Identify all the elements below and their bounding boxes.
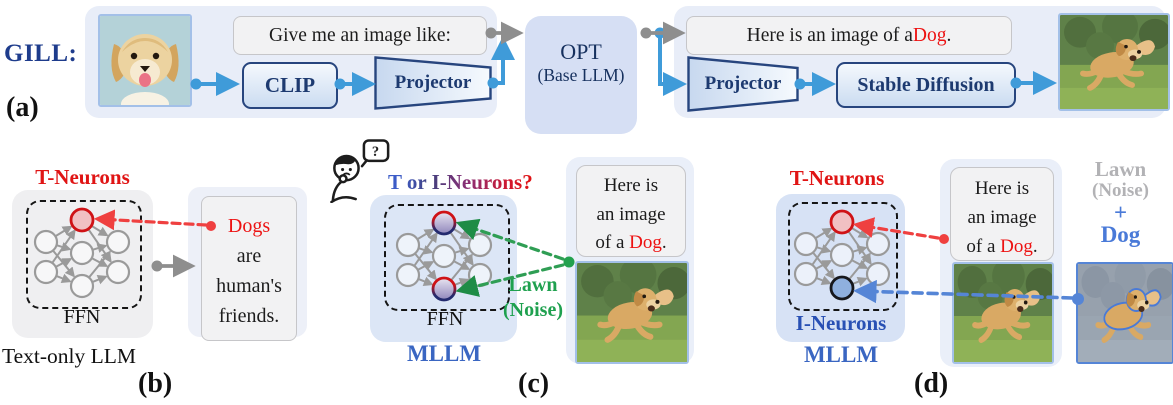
panel-c-mllm-label: MLLM xyxy=(406,341,482,366)
panel-c-ffn-label: FFN xyxy=(426,308,464,330)
input-dog-photo xyxy=(98,14,192,107)
opt-subtitle: (Base LLM) xyxy=(537,65,625,85)
opt-name: OPT xyxy=(560,39,602,64)
ambiguous-neuron-node xyxy=(431,276,457,302)
opt-box: OPT (Base LLM) xyxy=(525,16,637,134)
panel-b-letter: (b) xyxy=(138,368,173,399)
panel-b-t-neurons-label: T-Neurons xyxy=(35,165,130,189)
t-neuron-node xyxy=(829,209,855,235)
panel-d-t-neurons-label: T-Neurons xyxy=(789,166,885,190)
lawn-noise-label-line2: (Noise) xyxy=(503,299,563,321)
projector-in-block: Projector xyxy=(374,56,492,110)
clip-box: CLIP xyxy=(242,62,338,109)
neuron-node xyxy=(467,262,493,288)
panel-c-question-label: T or I-Neurons? xyxy=(388,170,533,194)
panel-d-dog-photo xyxy=(952,262,1054,364)
panel-b-caption: Text-only LLM xyxy=(2,344,137,368)
neuron-node xyxy=(395,262,421,288)
dog-segmented-illustration xyxy=(1078,264,1172,362)
neuron-node xyxy=(69,240,95,266)
running-dog-illustration xyxy=(954,264,1052,362)
projector-out-label: Projector xyxy=(704,73,782,94)
panel-d-network xyxy=(790,207,894,303)
generated-dog-photo xyxy=(1058,13,1170,111)
legend-plus: + xyxy=(1113,200,1128,225)
legend-noise: (Noise) xyxy=(1092,180,1149,201)
panel-d-i-neurons-label: I-Neurons xyxy=(795,311,887,335)
panel-a-letter: (a) xyxy=(6,92,39,123)
output-textbox: Here is an image of a Dog. xyxy=(686,16,1012,55)
neuron-node xyxy=(33,229,59,255)
neuron-node xyxy=(865,261,891,287)
neuron-node xyxy=(829,242,855,268)
neuron-node xyxy=(467,232,493,258)
panel-d-letter: (d) xyxy=(914,368,949,399)
panel-c-dog-photo xyxy=(575,261,689,364)
ambiguous-neuron-node xyxy=(431,210,457,236)
neuron-node xyxy=(431,243,457,269)
panel-b-ffn-label: FFN xyxy=(63,306,101,328)
projector-in-label: Projector xyxy=(394,72,472,93)
projector-out-block: Projector xyxy=(687,56,799,112)
trapezoid-shape xyxy=(687,56,799,112)
panel-c-letter: (c) xyxy=(518,368,550,399)
neuron-node xyxy=(793,261,819,287)
neuron-node xyxy=(793,231,819,257)
running-dog-illustration xyxy=(577,263,687,362)
question-mark: ? xyxy=(372,144,379,160)
neuron-node xyxy=(865,231,891,257)
neuron-node xyxy=(395,232,421,258)
neuron-node xyxy=(105,229,131,255)
legend-lawn: Lawn xyxy=(1094,157,1147,181)
i-neuron-node xyxy=(829,275,855,301)
gill-label: GILL: xyxy=(4,40,78,67)
running-dog-illustration xyxy=(1060,15,1168,109)
panel-d-ffn-box xyxy=(788,202,898,311)
panel-b-network xyxy=(30,205,134,301)
legend-dog: Dog xyxy=(1100,222,1141,247)
panel-c-network xyxy=(392,208,496,304)
neuron-node xyxy=(105,259,131,285)
panel-b-ffn-box xyxy=(26,200,142,309)
puppy-photo-illustration xyxy=(100,16,190,105)
lawn-plus-dog-legend: Lawn (Noise) + Dog xyxy=(1068,158,1173,246)
panel-d-mllm-label: MLLM xyxy=(803,342,879,367)
prompt-textbox: Give me an image like: xyxy=(233,16,487,55)
lawn-noise-label-line1: Lawn xyxy=(508,274,558,296)
neuron-node xyxy=(33,259,59,285)
t-neuron-node xyxy=(69,207,95,233)
thinking-person-icon: ? xyxy=(330,139,392,204)
neuron-node xyxy=(69,273,95,299)
stable-diffusion-box: Stable Diffusion xyxy=(836,62,1016,108)
panel-d-segmented-dog-photo xyxy=(1076,262,1173,364)
